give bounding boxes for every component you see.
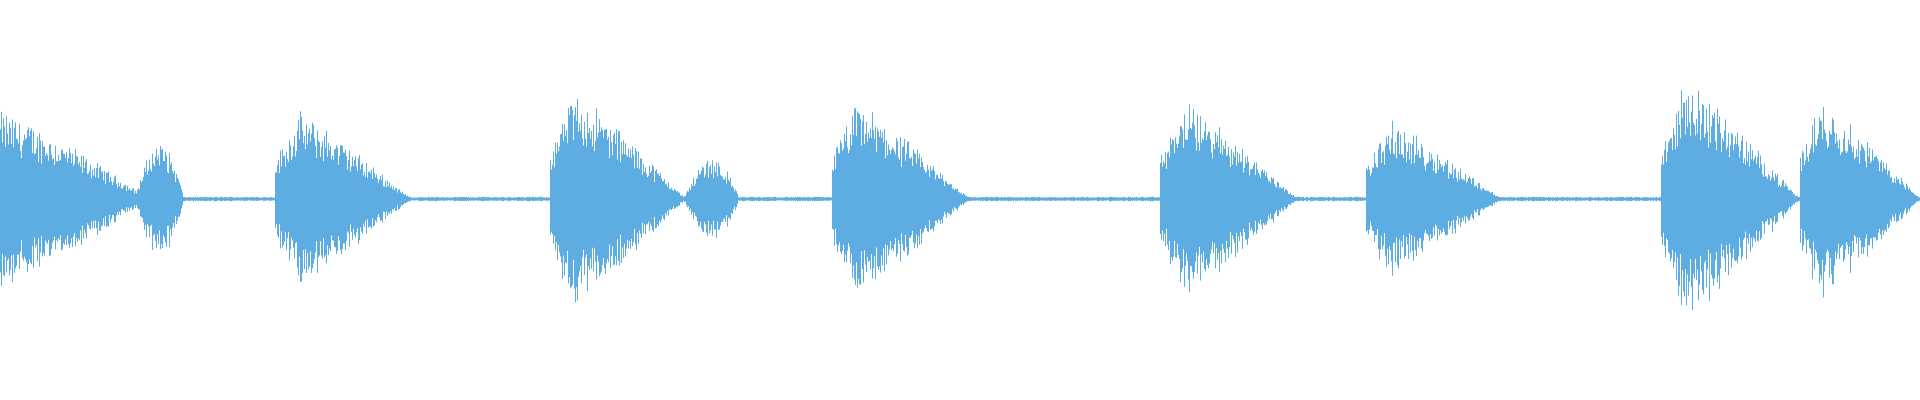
waveform-trace (0, 90, 1920, 311)
